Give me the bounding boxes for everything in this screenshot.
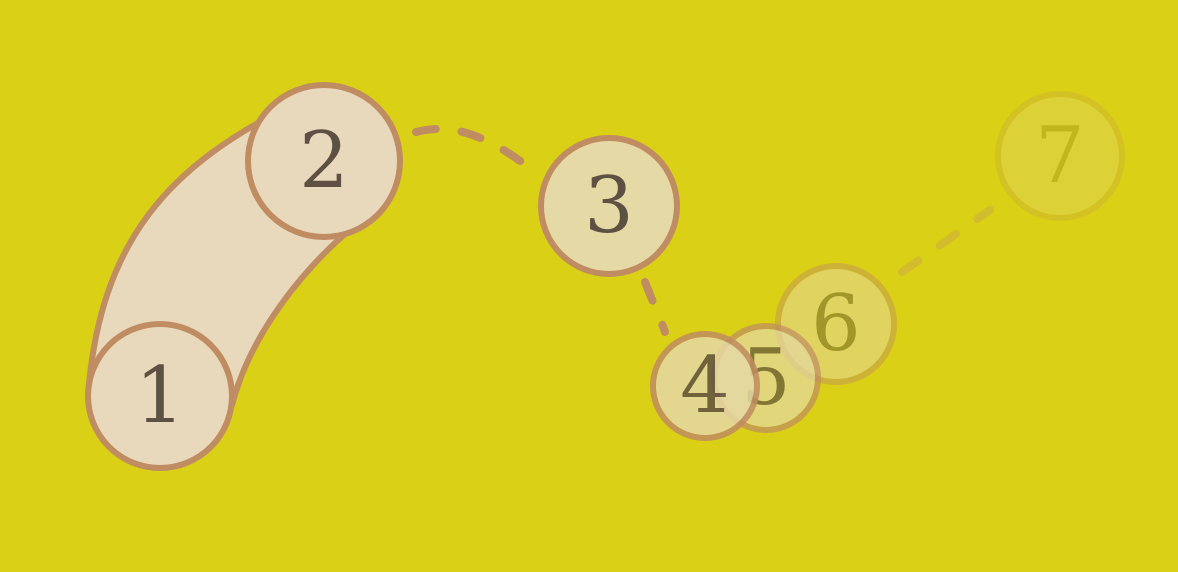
hint-path-6-7	[898, 206, 994, 276]
node-4-label: 4	[680, 341, 730, 431]
node-3-label: 3	[584, 161, 634, 251]
node-4-circle[interactable]	[650, 331, 760, 441]
hint-path-3-4	[641, 278, 669, 336]
node-6-label: 6	[811, 279, 861, 369]
node-7-circle[interactable]	[995, 91, 1125, 221]
node-1-circle[interactable]	[85, 321, 235, 471]
node-1[interactable]: 1	[85, 321, 235, 471]
node-2-label: 2	[299, 116, 349, 206]
node-3[interactable]: 3	[538, 135, 680, 277]
node-7-label: 7	[1035, 111, 1085, 201]
node-4[interactable]: 4	[650, 331, 760, 441]
node-7[interactable]: 7	[995, 91, 1125, 221]
node-2[interactable]: 2	[245, 82, 403, 240]
hint-path-2-3	[412, 124, 539, 176]
node-1-label: 1	[135, 351, 185, 441]
node-2-circle[interactable]	[245, 82, 403, 240]
node-3-circle[interactable]	[538, 135, 680, 277]
